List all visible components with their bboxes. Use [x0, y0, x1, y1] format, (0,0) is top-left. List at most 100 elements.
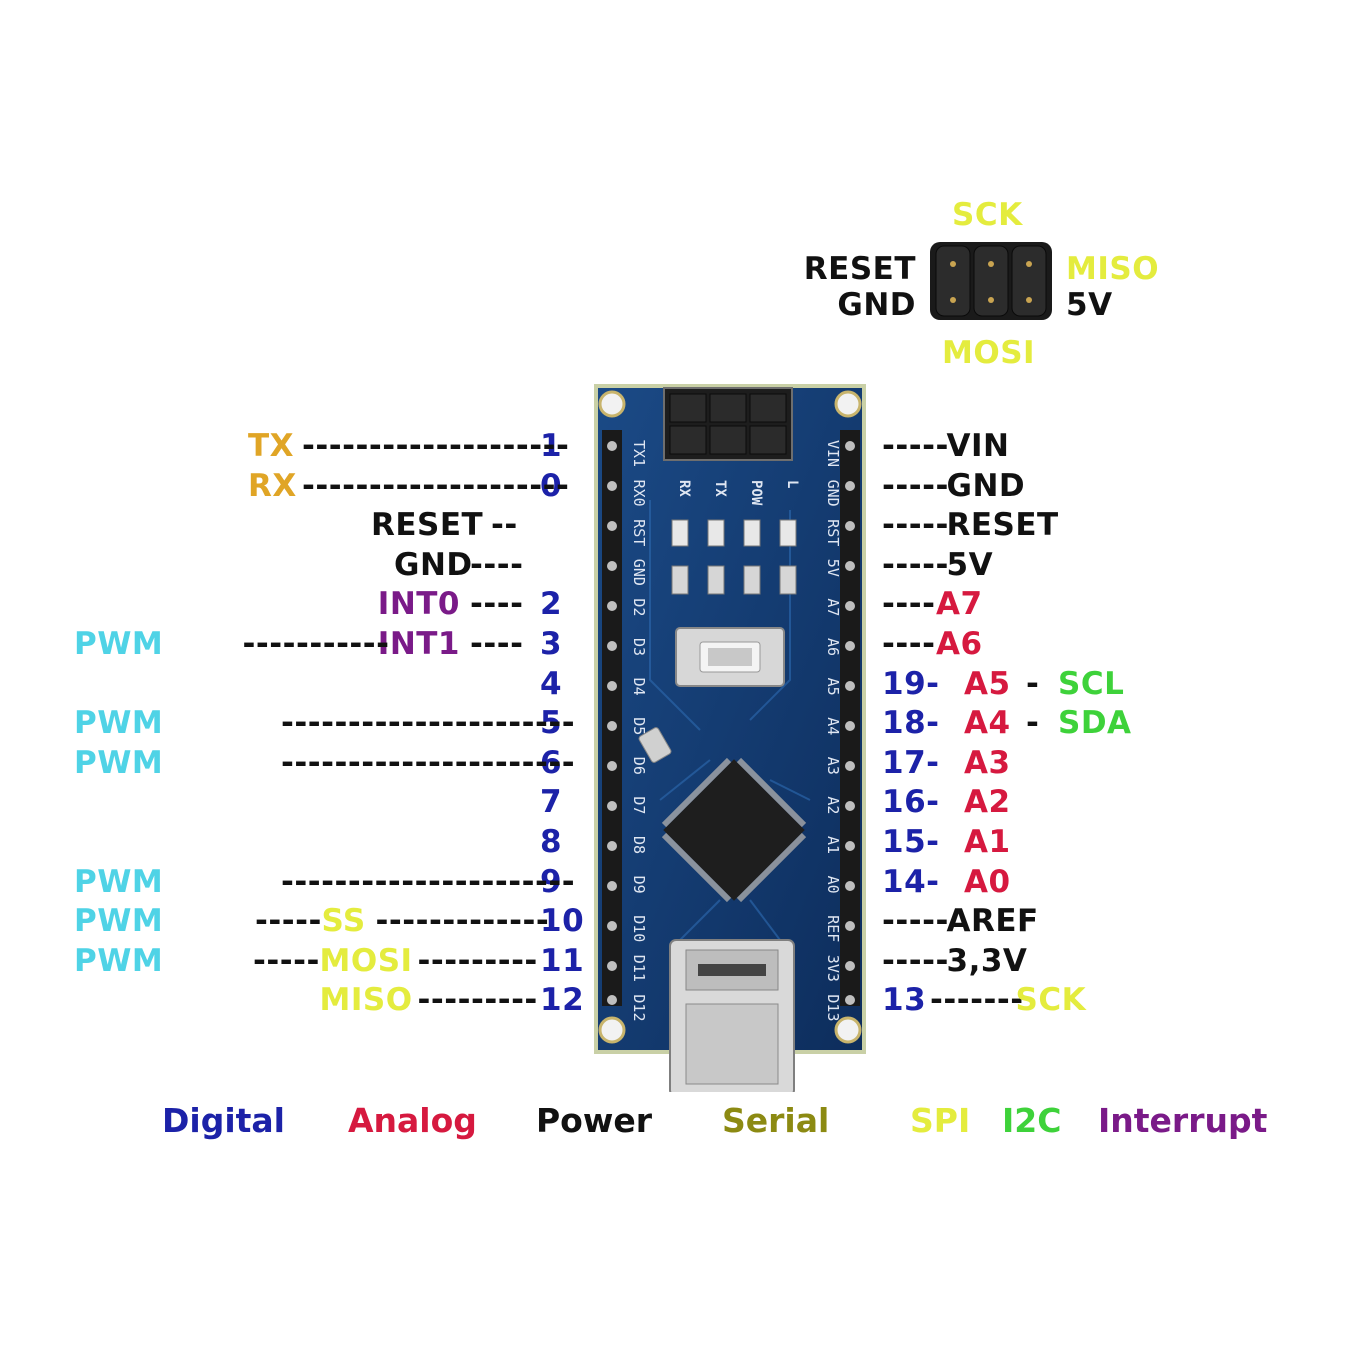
left-pin-function: MISO — [319, 982, 413, 1019]
right-pin-number: 13 — [882, 982, 927, 1019]
i2c-label: SDA — [1058, 705, 1132, 742]
led-label: RX — [676, 480, 692, 497]
right-pin-name: 3,3V — [946, 942, 1028, 979]
left-pin-number: 4 — [540, 665, 563, 702]
left-pin-function: RESET — [371, 507, 484, 544]
right-i2c-leader: - — [1026, 705, 1040, 742]
left-pwm-leader: ----- — [253, 942, 320, 979]
right-pin-name: A1 — [964, 824, 1011, 860]
silkscreen-label: A1 — [824, 836, 842, 854]
right-pin-name: VIN — [946, 428, 1010, 464]
left-pin-number: 3 — [540, 626, 563, 662]
silkscreen-label: VIN — [824, 440, 842, 467]
silkscreen-label: A3 — [824, 757, 842, 775]
right-pin-name: A6 — [936, 626, 983, 662]
left-pin-number: 0 — [540, 467, 563, 504]
silkscreen-label: TX1 — [630, 440, 648, 467]
left-pin-number: 10 — [540, 903, 585, 940]
legend-spi: SPI — [910, 1101, 971, 1140]
left-pin-leader: --------- — [417, 942, 538, 979]
right-pin-name: A7 — [936, 586, 983, 623]
pwm-label: PWM — [74, 705, 164, 742]
icsp-sck-label: SCK — [952, 197, 1023, 233]
right-pin-name: A4 — [964, 705, 1011, 742]
icsp-miso-label: MISO — [1066, 251, 1160, 287]
right-pin-leader: ----- — [882, 507, 949, 544]
right-pin-name: A0 — [964, 863, 1011, 900]
right-pin-name: SCK — [1015, 982, 1087, 1019]
silkscreen-label: A0 — [824, 876, 842, 894]
left-pwm-leader: ----- — [255, 903, 322, 940]
right-pin-number: 19- — [882, 665, 940, 702]
resistor — [779, 565, 797, 595]
silkscreen-label: RST — [824, 519, 842, 546]
left-pin-leader: ---- — [470, 586, 524, 623]
silkscreen-label: D12 — [630, 994, 648, 1021]
left-pin-leader: -------------------- — [302, 428, 570, 464]
silkscreen-label: A2 — [824, 796, 842, 814]
led-label: POW — [748, 480, 764, 506]
right-pin-number: 17- — [882, 744, 940, 781]
left-pin-number: 7 — [540, 784, 563, 821]
left-pin-leader: ---- — [470, 626, 524, 662]
silkscreen-label: A5 — [824, 678, 842, 696]
led-label: TX — [712, 480, 728, 497]
right-pin-number: 15- — [882, 824, 940, 860]
left-pin-number: 6 — [540, 744, 563, 781]
resistor — [707, 565, 725, 595]
pwm-label: PWM — [74, 863, 164, 900]
silkscreen-label: RX0 — [630, 480, 648, 507]
right-pin-name: RESET — [946, 507, 1059, 544]
left-pin-leader: ---------------------- — [281, 863, 576, 900]
silkscreen-label: 3V3 — [824, 955, 842, 982]
left-pin-leader: ---------------------- — [281, 744, 576, 781]
silkscreen-label: RST — [630, 519, 648, 546]
right-pin-leader: ----- — [882, 467, 949, 504]
left-pin-leader: -------------------- — [302, 467, 570, 504]
left-pin-function: INT0 — [377, 586, 460, 623]
left-pin-function: RX — [248, 467, 297, 504]
legend-power: Power — [536, 1101, 652, 1140]
left-pin-function: TX — [248, 428, 295, 464]
silkscreen-label: 5V — [824, 559, 842, 577]
left-pin-number: 8 — [540, 824, 563, 860]
pwm-label: PWM — [74, 942, 164, 979]
left-pin-number: 9 — [540, 863, 563, 900]
left-pin-function: SS — [321, 903, 366, 940]
left-pin-number: 5 — [540, 705, 563, 742]
silkscreen-label: REF — [824, 915, 842, 942]
silkscreen-label: D4 — [630, 678, 648, 696]
icsp-reset-label: RESET — [803, 251, 916, 287]
right-pin-number: 16- — [882, 784, 940, 821]
silkscreen-label: GND — [630, 559, 648, 586]
resistor — [743, 565, 761, 595]
left-pin-number: 2 — [540, 586, 563, 623]
left-pin-leader: ------------- — [375, 903, 550, 940]
right-pin-leader: ---- — [882, 586, 936, 623]
led — [779, 519, 797, 547]
silkscreen-label: A7 — [824, 598, 842, 616]
led-label: L — [784, 480, 800, 488]
right-pin-name: A5 — [964, 665, 1011, 702]
left-pin-number: 12 — [540, 982, 585, 1019]
right-pin-leader: ----- — [882, 546, 949, 583]
legend-i2c: I2C — [1002, 1101, 1062, 1140]
right-pin-number: 14- — [882, 863, 940, 900]
icsp-mosi-label: MOSI — [942, 335, 1036, 371]
legend-analog: Analog — [348, 1101, 477, 1140]
silkscreen-label: D13 — [824, 994, 842, 1021]
silkscreen-label: D11 — [630, 955, 648, 982]
right-pin-leader: ---- — [882, 626, 936, 662]
left-pin-function: INT1 — [377, 626, 460, 662]
left-pin-leader: -- — [491, 507, 518, 544]
i2c-label: SCL — [1058, 665, 1125, 702]
right-pin-leader: ----- — [882, 428, 949, 464]
silkscreen-label: D3 — [630, 638, 648, 656]
silkscreen-label: D5 — [630, 717, 648, 735]
led — [743, 519, 761, 547]
right-i2c-leader: - — [1026, 665, 1040, 702]
left-pwm-leader: ----------- — [242, 626, 390, 662]
silkscreen-label: D9 — [630, 876, 648, 894]
legend-serial: Serial — [722, 1101, 830, 1140]
